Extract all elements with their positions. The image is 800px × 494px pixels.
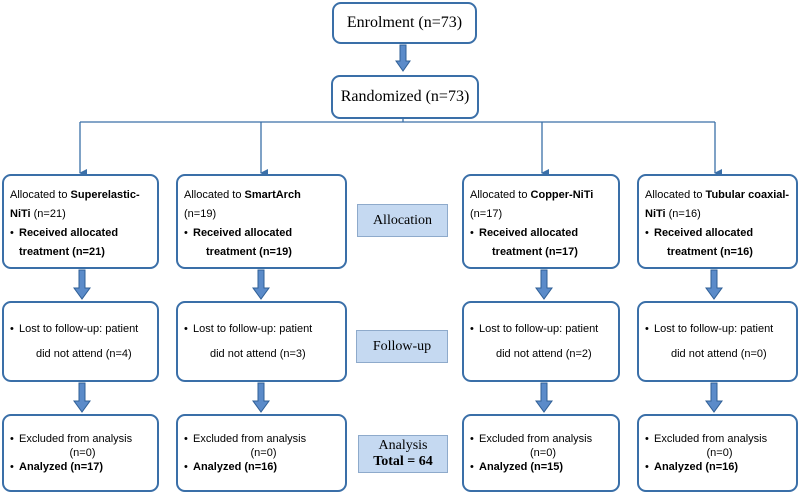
bullet-icon: • [10, 323, 14, 335]
received-line2: treatment (n=17) [492, 246, 578, 258]
allocation-box-group-1: Allocated to Superelastic-NiTi (n=21) • R… [2, 174, 159, 269]
bullet-icon: • [470, 433, 474, 445]
allocation-box-group-2: Allocated to SmartArch (n=19) • Received … [176, 174, 347, 269]
bullet-icon: • [645, 433, 649, 445]
lost-line2: did not attend (n=2) [496, 348, 592, 360]
lost-line1: Lost to follow-up: patient [479, 323, 599, 335]
block-arrow-g2-followup-excluded [252, 382, 270, 413]
followup-box-group-2: • Lost to follow-up: patient did not atte… [176, 301, 347, 382]
bullet-icon: • [470, 323, 474, 335]
bullet-icon: • [645, 461, 649, 473]
randomized-label: Randomized (n=73) [340, 88, 470, 105]
analyzed-label: Analyzed (n=16) [193, 461, 278, 473]
received-line2: treatment (n=16) [667, 246, 753, 258]
followup-stage-text: Follow-up [372, 338, 432, 354]
excluded-line1: Excluded from analysis [193, 433, 307, 445]
lost-line2: did not attend (n=3) [210, 348, 306, 360]
randomized-box: Randomized (n=73) [331, 75, 479, 119]
bullet-icon: • [184, 461, 188, 473]
block-arrow-g4-followup-excluded [705, 382, 723, 413]
analyzed-label: Analyzed (n=17) [19, 461, 104, 473]
block-arrow-g1-alloc-followup [73, 269, 91, 300]
alloc-prefix: Allocated to [645, 189, 706, 201]
alloc-group-name: SmartArch [244, 189, 301, 201]
block-arrow-g3-alloc-followup [535, 269, 553, 300]
received-line1: Received allocated [479, 227, 579, 239]
followup-stage-label: Follow-up [356, 330, 448, 363]
analysis-total-text: Total = 64 [373, 454, 433, 469]
followup-box-group-3: • Lost to follow-up: patient did not atte… [462, 301, 620, 382]
alloc-count: (n=21) [30, 208, 66, 220]
excluded-line2: (n=0) [706, 447, 733, 459]
bullet-icon: • [470, 461, 474, 473]
analyzed-label: Analyzed (n=16) [654, 461, 739, 473]
block-arrow-g4-alloc-followup [705, 269, 723, 300]
bullet-icon: • [645, 323, 649, 335]
alloc-group-name: Tubular coaxial-NiTi [645, 189, 790, 220]
analysis-box-group-1: • Excluded from analysis (n=0) • Analyzed … [2, 414, 159, 492]
excluded-line1: Excluded from analysis [654, 433, 768, 445]
bullet-icon: • [184, 433, 188, 445]
analysis-stage-text: Analysis [378, 438, 428, 453]
alloc-count: (n=17) [470, 208, 503, 220]
excluded-line2: (n=0) [530, 447, 556, 459]
analysis-stage-label: Analysis Total = 64 [358, 435, 448, 473]
bullet-icon: • [10, 461, 14, 473]
followup-box-group-1: • Lost to follow-up: patient did not atte… [2, 301, 159, 382]
allocation-stage-label: Allocation [357, 204, 448, 237]
bullet-icon: • [470, 227, 474, 239]
bullet-icon: • [184, 323, 188, 335]
lost-line2: did not attend (n=4) [36, 348, 132, 360]
alloc-group-name: Copper-NiTi [530, 189, 594, 201]
lost-line2: did not attend (n=0) [671, 348, 767, 360]
alloc-prefix: Allocated to [10, 189, 71, 201]
block-arrow-g1-followup-excluded [73, 382, 91, 413]
block-arrow-enrol-random [395, 44, 411, 72]
enrolment-box: Enrolment (n=73) [332, 2, 477, 44]
analysis-box-group-2: • Excluded from analysis (n=0) • Analyzed … [176, 414, 347, 492]
block-arrow-g3-followup-excluded [535, 382, 553, 413]
allocation-box-group-4: Allocated to Tubular coaxial-NiTi (n=16)… [637, 174, 798, 269]
excluded-line1: Excluded from analysis [19, 433, 133, 445]
alloc-count: (n=19) [184, 208, 217, 220]
lost-line1: Lost to follow-up: patient [19, 323, 139, 335]
enrolment-label: Enrolment (n=73) [346, 14, 463, 31]
bullet-icon: • [184, 227, 188, 239]
analysis-box-group-4: • Excluded from analysis (n=0) • Analyzed … [637, 414, 798, 492]
bullet-icon: • [645, 227, 649, 239]
alloc-prefix: Allocated to [470, 189, 531, 201]
bullet-icon: • [10, 227, 14, 239]
excluded-line2: (n=0) [250, 447, 277, 459]
block-arrow-g2-alloc-followup [252, 269, 270, 300]
followup-box-group-4: • Lost to follow-up: patient did not atte… [637, 301, 798, 382]
received-line1: Received allocated [193, 227, 293, 239]
alloc-count: (n=16) [665, 208, 701, 220]
received-line1: Received allocated [19, 227, 119, 239]
received-line2: treatment (n=19) [206, 246, 292, 258]
received-line1: Received allocated [654, 227, 754, 239]
analyzed-label: Analyzed (n=15) [479, 461, 564, 473]
excluded-line2: (n=0) [69, 447, 96, 459]
received-line2: treatment (n=21) [19, 246, 105, 258]
analysis-box-group-3: • Excluded from analysis (n=0) • Analyzed … [462, 414, 620, 492]
bullet-icon: • [10, 433, 14, 445]
lost-line1: Lost to follow-up: patient [654, 323, 774, 335]
excluded-line1: Excluded from analysis [479, 433, 593, 445]
allocation-stage-text: Allocation [372, 212, 433, 228]
alloc-group-name: Superelastic-NiTi [10, 189, 140, 220]
alloc-prefix: Allocated to [184, 189, 245, 201]
lost-line1: Lost to follow-up: patient [193, 323, 313, 335]
allocation-box-group-3: Allocated to Copper-NiTi (n=17) • Receive… [462, 174, 620, 269]
